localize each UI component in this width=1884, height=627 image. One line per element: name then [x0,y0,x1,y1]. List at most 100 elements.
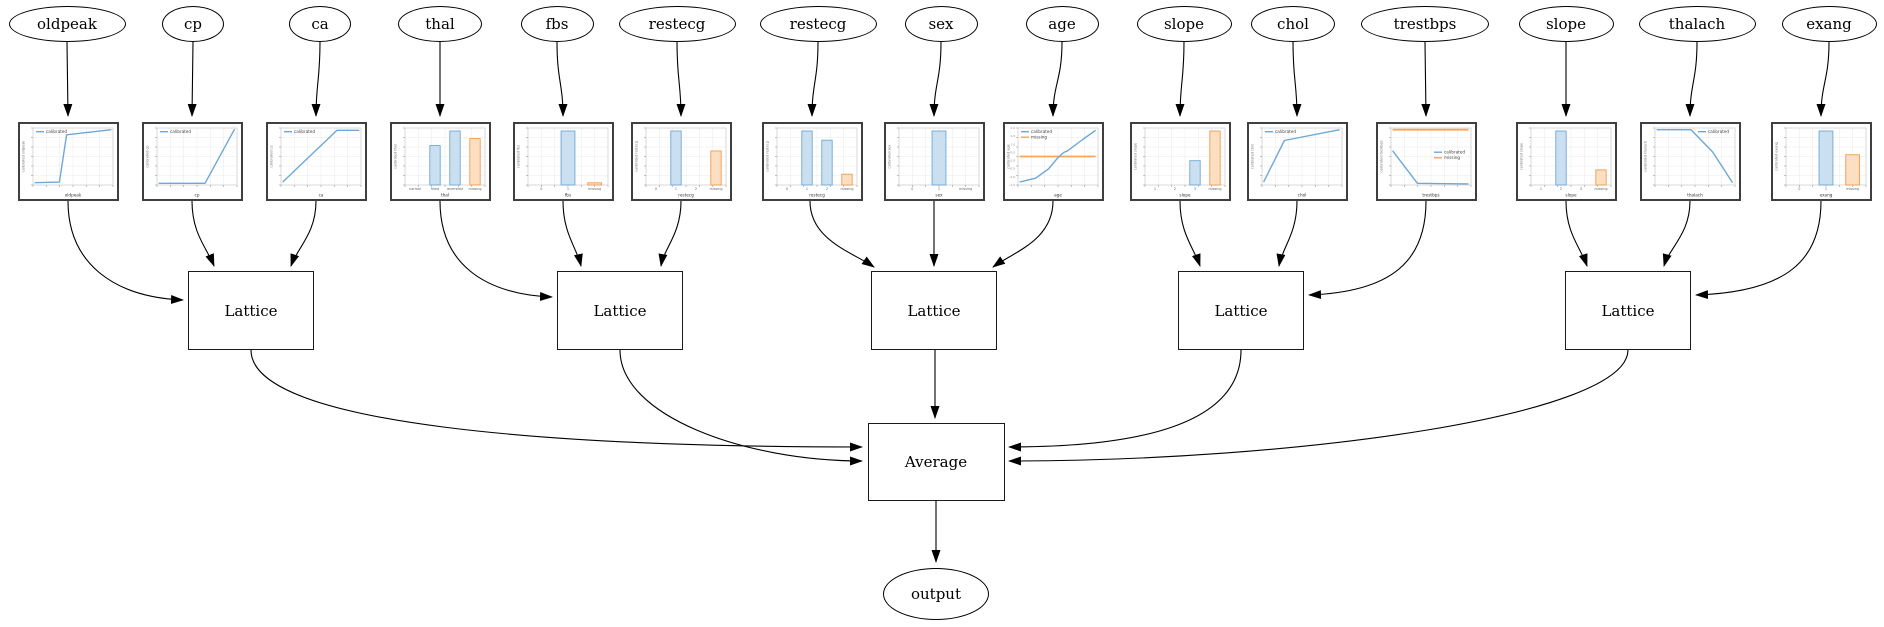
chart-ylabel: calibrated exang [1774,142,1778,171]
chart-ylabel: calibrated ca [269,145,273,167]
lattice-node-5: Lattice [1565,271,1691,350]
edge-feature-to-calibrator [1685,41,1698,117]
y-tick-label: 1.5 [1010,134,1015,138]
edge-lattice-to-average [619,349,863,466]
chart-xlabel: slope [1565,193,1577,198]
edge-lattice-to-average [1008,349,1629,466]
lattice-node-4: Lattice [1178,271,1304,350]
chart-xlabel: fbs [564,193,570,198]
chart-ylabel: calibrated thal [393,144,397,169]
lattice-node-2: Lattice [557,271,683,350]
edge-feature-to-calibrator [311,41,321,117]
bar-2 [820,139,833,186]
x-tick-label: 1 [805,187,807,191]
x-tick-label: 0 [785,187,787,191]
chart-xlabel: age [1054,193,1062,198]
edge-calibrator-to-lattice [1565,200,1588,267]
edge-feature-to-calibrator [1292,41,1302,117]
edge-feature-to-calibrator [1816,41,1830,117]
feature-node-age-label: age [1048,15,1076,33]
x-tick-label: reversible [446,187,463,191]
bar-2 [1554,130,1567,186]
edge-feature-to-calibrator [929,41,942,117]
feature-node-restecg-label: restecg [789,15,847,33]
series-calibrated [34,129,111,184]
feature-node-ca-label: ca [311,15,329,33]
feature-node-sex-label: sex [928,15,954,33]
feature-node-slope-label: slope [1545,15,1586,33]
chart-xlabel: slope [1179,193,1191,198]
chart-xlabel: sex [935,193,943,198]
edge-calibrator-to-lattice [191,200,215,267]
feature-node-exang: exang [1781,6,1877,42]
legend-label: calibrated [1031,129,1052,134]
bar-1 [560,130,575,186]
bar-missing [1844,154,1860,186]
pwl-calibration-chart: 2.01.51.00.50.0-0.5-1.0-1.5calibratedmis… [1004,124,1102,199]
lattice-node-3-label: Lattice [907,301,961,320]
edge-feature-to-calibrator [1421,41,1431,117]
chart-ylabel: calibrated slope [1519,143,1523,170]
feature-node-chol: chol [1251,6,1335,42]
x-tick-label: missing [1208,187,1221,191]
lattice-node-5-label: Lattice [1601,301,1655,320]
x-tick-label: 2 [694,187,696,191]
edge-feature-to-calibrator [676,41,686,117]
bar-1 [669,130,682,186]
x-tick-label: 2 [1173,187,1175,191]
chart-xlabel: restecg [809,193,825,198]
legend-label: calibrated [1708,129,1729,134]
edge-calibrator-to-lattice [562,200,583,267]
feature-node-age: age [1025,6,1099,42]
edge-feature-to-calibrator [807,41,819,117]
lattice-node-4-label: Lattice [1214,301,1268,320]
x-tick-label: 0 [1798,187,1800,191]
chart-xlabel: oldpeak [64,193,81,198]
y-tick-label: 2.0 [1010,126,1015,130]
feature-node-sex: sex [904,6,978,42]
feature-node-thal: thal [398,6,482,42]
y-tick-label: -1.5 [1009,183,1015,187]
chart-xlabel: ca [318,193,323,198]
feature-node-fbs-label: fbs [545,15,569,33]
chart-xlabel: trestbps [1422,193,1439,198]
chart-ylabel: calibrated thalach [1643,141,1647,172]
feature-node-cp-label: cp [183,15,202,33]
feature-node-cp: cp [162,6,224,42]
edge-calibrator-to-lattice [439,200,553,301]
edge-calibrator-to-lattice [1662,200,1691,267]
y-tick-label: -1.0 [1009,175,1015,179]
x-tick-label: normal [409,187,421,191]
chart-ylabel: calibrated fbs [516,145,520,168]
bar-3 [1188,160,1201,186]
series-calibrated [158,128,235,184]
feature-node-oldpeak-label: oldpeak [37,15,97,33]
y-tick-label: 1.0 [1010,142,1015,146]
legend-label: calibrated [1275,129,1296,134]
x-tick-label: 1 [674,187,676,191]
x-tick-label: missing [840,187,853,191]
feature-node-restecg: restecg [759,6,877,42]
feature-node-restecg: restecg [618,6,736,42]
series-calibrated [1262,129,1340,183]
chart-ylabel: calibrated slope [1133,143,1137,170]
x-tick-label: 1 [1824,187,1826,191]
edge-lattice-to-average [250,349,863,452]
bar-reversible [448,130,461,186]
bar-1 [800,130,813,186]
chart-ylabel: calibrated sex [887,145,891,169]
feature-node-slope: slope [1136,6,1232,42]
